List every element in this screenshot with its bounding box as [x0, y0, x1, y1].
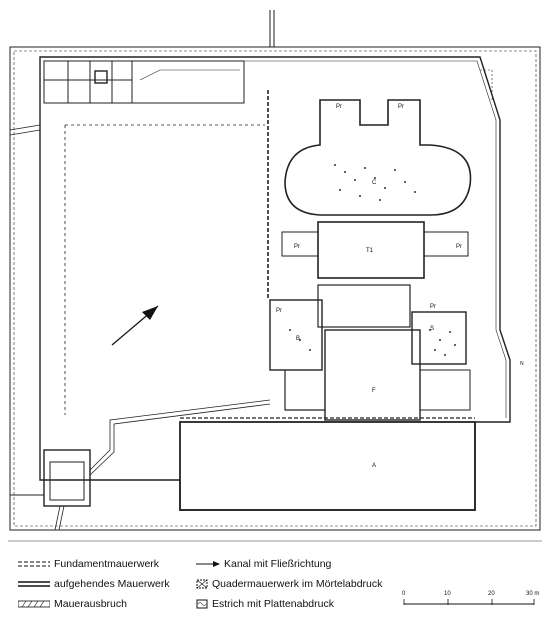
scale-tick-20: 20: [488, 591, 495, 597]
inner-precinct-wall: [39, 56, 511, 511]
legend-label-quader: Quadermauerwerk im Mörtelabdruck: [212, 578, 383, 590]
room-label-t1: T1: [366, 248, 374, 254]
arrow-line-icon: [196, 561, 220, 568]
legend-label-kanal: Kanal mit Fließrichtung: [224, 558, 332, 570]
scale-tick-30: 30 m: [526, 591, 540, 597]
northwest-rooms: [43, 60, 245, 104]
scale-bar: [403, 599, 535, 605]
hall-a: [179, 417, 476, 511]
room-label-pr-6: Pr: [430, 304, 436, 310]
legend-label-ausbruch: Mauerausbruch: [54, 598, 127, 610]
room-label-c: C: [372, 180, 377, 186]
central-building: [269, 99, 472, 421]
west-courtyard: [9, 90, 269, 415]
hatched-band-icon: [18, 600, 50, 608]
room-label-pr-5: Pr: [276, 308, 282, 314]
southwest-rooms: [43, 399, 271, 507]
scale-tick-0: 0: [402, 591, 406, 597]
north-arrow-label: N: [520, 361, 524, 367]
room-label-pr-2: Pr: [398, 104, 404, 110]
outer-enclosure-wall: [9, 10, 541, 531]
north-arrow: [111, 305, 159, 346]
legend-label-aufgehend: aufgehendes Mauerwerk: [54, 578, 170, 590]
room-label-a: A: [372, 463, 376, 469]
room-label-pr-1: Pr: [336, 104, 342, 110]
legend-item-kanal: Kanal mit Fließrichtung: [196, 558, 331, 570]
legend-item-quader: Quadermauerwerk im Mörtelabdruck: [196, 578, 382, 590]
slab-print-icon: [196, 599, 208, 609]
scale-tick-10: 10: [444, 591, 451, 597]
legend-item-ausbruch: Mauerausbruch: [18, 598, 127, 610]
canal: [54, 69, 493, 531]
legend-label-estrich: Estrich mit Plattenabdruck: [212, 598, 334, 610]
legend-item-aufgehend: aufgehendes Mauerwerk: [18, 578, 170, 590]
legend-label-fundament: Fundamentmauerwerk: [54, 558, 160, 570]
dashed-double-line-icon: [18, 561, 50, 567]
floor-stipple: [289, 164, 456, 356]
room-label-b: B: [296, 336, 300, 342]
legend-item-estrich: Estrich mit Plattenabdruck: [196, 598, 334, 610]
room-label-f: F: [372, 388, 376, 394]
solid-double-line-icon: [18, 581, 50, 587]
room-label-s: S: [430, 326, 434, 332]
room-label-pr-4: Pr: [456, 244, 462, 250]
ashlar-cross-icon: [196, 579, 208, 589]
legend-item-fundament: Fundamentmauerwerk: [18, 558, 159, 570]
room-label-pr-3: Pr: [294, 244, 300, 250]
